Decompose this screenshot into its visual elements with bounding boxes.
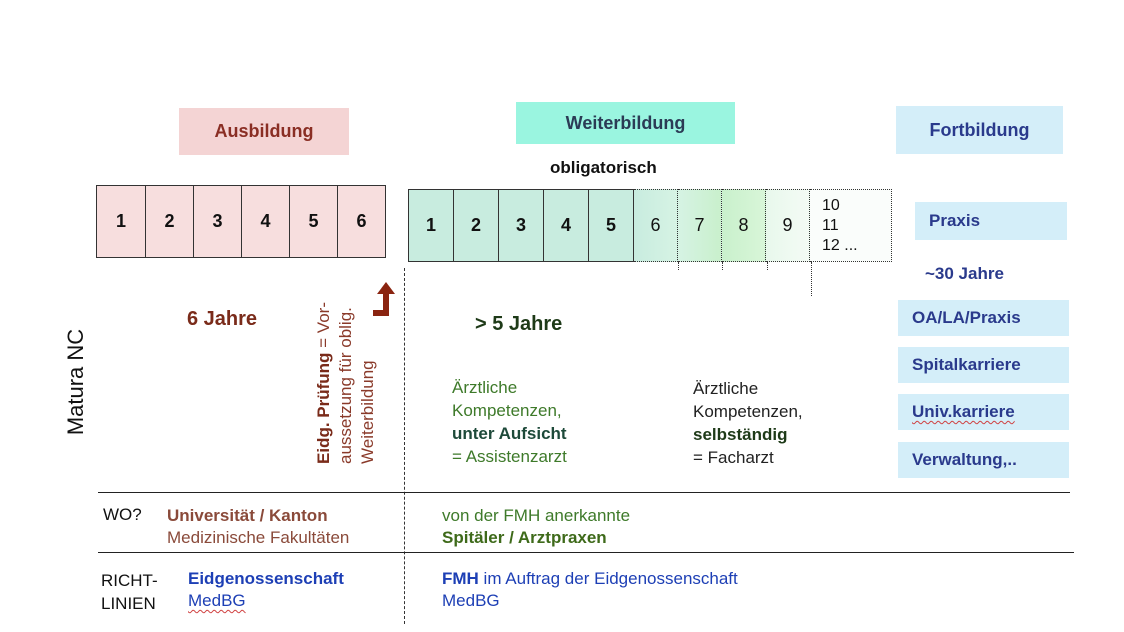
header-fortbildung: Fortbildung bbox=[896, 106, 1063, 154]
ausbildung-year-cell: 2 bbox=[146, 185, 194, 258]
ausbildung-years-row: 1 2 3 4 5 6 bbox=[96, 185, 386, 258]
assistant-line4: = Assistenzarzt bbox=[452, 447, 567, 466]
career-box-spital: Spitalkarriere bbox=[898, 347, 1069, 383]
header-ausbildung: Ausbildung bbox=[179, 108, 349, 155]
ausbildung-duration: 6 Jahre bbox=[187, 308, 258, 330]
exam-note-bold: Eidg. Prüfung bbox=[314, 352, 333, 464]
exam-note-line2: aussetzung für oblig. bbox=[336, 307, 355, 464]
praxis-label: Praxis bbox=[929, 211, 981, 230]
assistant-line3: unter Aufsicht bbox=[452, 424, 567, 443]
richtlinien-right-rest: im Auftrag der Eidgenossenschaft bbox=[478, 569, 738, 588]
weiterbildung-optional-cell: 6 bbox=[634, 189, 678, 262]
richtlinien-line2: LINIEN bbox=[101, 594, 156, 613]
assistant-line1: Ärztliche bbox=[452, 378, 518, 397]
dotted-divider bbox=[678, 262, 679, 270]
ausbildung-year-cell: 4 bbox=[242, 185, 290, 258]
weiterbildung-year-cell: 1 bbox=[408, 189, 454, 262]
wo-right-line1: von der FMH anerkannte bbox=[442, 506, 631, 525]
wo-right-line2: Spitäler / Arztpraxen bbox=[442, 528, 607, 547]
wo-left: Universität / Kanton Medizinische Fakult… bbox=[167, 505, 349, 549]
weiterbildung-years-row: 1 2 3 4 5 6 7 8 9 10 11 12 ... bbox=[408, 189, 892, 262]
richtlinien-label: RICHT- LINIEN bbox=[101, 569, 158, 615]
extra-year-11: 11 bbox=[822, 216, 839, 234]
weiterbildung-duration: > 5 Jahre bbox=[475, 313, 563, 335]
career-box-oa: OA/LA/Praxis bbox=[898, 300, 1069, 336]
richtlinien-left-line2: MedBG bbox=[188, 591, 246, 610]
ausbildung-year-cell: 6 bbox=[338, 185, 386, 258]
weiterbildung-optional-cell: 8 bbox=[722, 189, 766, 262]
wo-right: von der FMH anerkannte Spitäler / Arztpr… bbox=[442, 505, 630, 549]
dotted-divider bbox=[767, 262, 768, 270]
exam-note-rest: = Vor- bbox=[314, 302, 333, 353]
header-weiterbildung-label: Weiterbildung bbox=[565, 112, 686, 133]
richtlinien-right-bold: FMH bbox=[442, 569, 479, 588]
career-box-univ: Univ.karriere bbox=[898, 394, 1069, 430]
weiterbildung-optional-cell: 7 bbox=[678, 189, 722, 262]
career-label: Verwaltung,.. bbox=[912, 450, 1017, 469]
assistant-line2: Kompetenzen, bbox=[452, 401, 562, 420]
career-label: Univ.karriere bbox=[912, 402, 1015, 421]
extra-year-10: 10 bbox=[822, 196, 840, 214]
arrow-up-icon bbox=[373, 282, 395, 316]
horizontal-divider bbox=[98, 552, 1074, 553]
richtlinien-left-line1: Eidgenossenschaft bbox=[188, 569, 344, 588]
richtlinien-right-line2: MedBG bbox=[442, 591, 500, 610]
vertical-divider bbox=[404, 268, 405, 624]
specialist-line3: selbständig bbox=[693, 425, 788, 444]
weiterbildung-year-cell: 2 bbox=[454, 189, 499, 262]
dotted-divider bbox=[722, 262, 723, 270]
career-box-verwaltung: Verwaltung,.. bbox=[898, 442, 1069, 478]
specialist-line4: = Facharzt bbox=[693, 448, 774, 467]
header-fortbildung-label: Fortbildung bbox=[929, 119, 1030, 140]
assistant-text: Ärztliche Kompetenzen, unter Aufsicht = … bbox=[452, 376, 567, 468]
ausbildung-year-cell: 1 bbox=[96, 185, 146, 258]
exam-note-text: Eidg. Prüfung = Vor- aussetzung für obli… bbox=[313, 302, 379, 464]
dotted-divider bbox=[811, 262, 812, 296]
career-label: Spitalkarriere bbox=[912, 355, 1021, 374]
wo-left-line2: Medizinische Fakultäten bbox=[167, 528, 350, 547]
specialist-line1: Ärztliche bbox=[693, 379, 759, 398]
obligatorisch-label: obligatorisch bbox=[550, 158, 657, 177]
specialist-text: Ärztliche Kompetenzen, selbständig = Fac… bbox=[693, 377, 803, 469]
exam-note-line3: Weiterbildung bbox=[358, 360, 377, 464]
extra-year-12: 12 ... bbox=[822, 236, 858, 254]
richtlinien-right: FMH im Auftrag der Eidgenossenschaft Med… bbox=[442, 568, 738, 612]
ausbildung-year-cell: 5 bbox=[290, 185, 338, 258]
weiterbildung-extra-cell: 10 11 12 ... bbox=[810, 189, 892, 262]
richtlinien-left: Eidgenossenschaft MedBG bbox=[188, 568, 344, 612]
praxis-box: Praxis bbox=[915, 202, 1067, 240]
weiterbildung-year-cell: 4 bbox=[544, 189, 589, 262]
matura-nc-text: Matura NC bbox=[63, 328, 88, 436]
fortbildung-duration: ~30 Jahre bbox=[925, 264, 1004, 283]
ausbildung-year-cell: 3 bbox=[194, 185, 242, 258]
header-ausbildung-label: Ausbildung bbox=[214, 121, 314, 141]
horizontal-divider bbox=[98, 492, 1070, 493]
career-label: OA/LA/Praxis bbox=[912, 308, 1021, 327]
specialist-line2: Kompetenzen, bbox=[693, 402, 803, 421]
weiterbildung-year-cell: 3 bbox=[499, 189, 544, 262]
weiterbildung-year-cell: 5 bbox=[589, 189, 634, 262]
weiterbildung-optional-cell: 9 bbox=[766, 189, 810, 262]
header-weiterbildung: Weiterbildung bbox=[516, 102, 735, 144]
richtlinien-line1: RICHT- bbox=[101, 571, 158, 590]
wo-label: WO? bbox=[103, 505, 142, 524]
wo-left-line1: Universität / Kanton bbox=[167, 506, 328, 525]
